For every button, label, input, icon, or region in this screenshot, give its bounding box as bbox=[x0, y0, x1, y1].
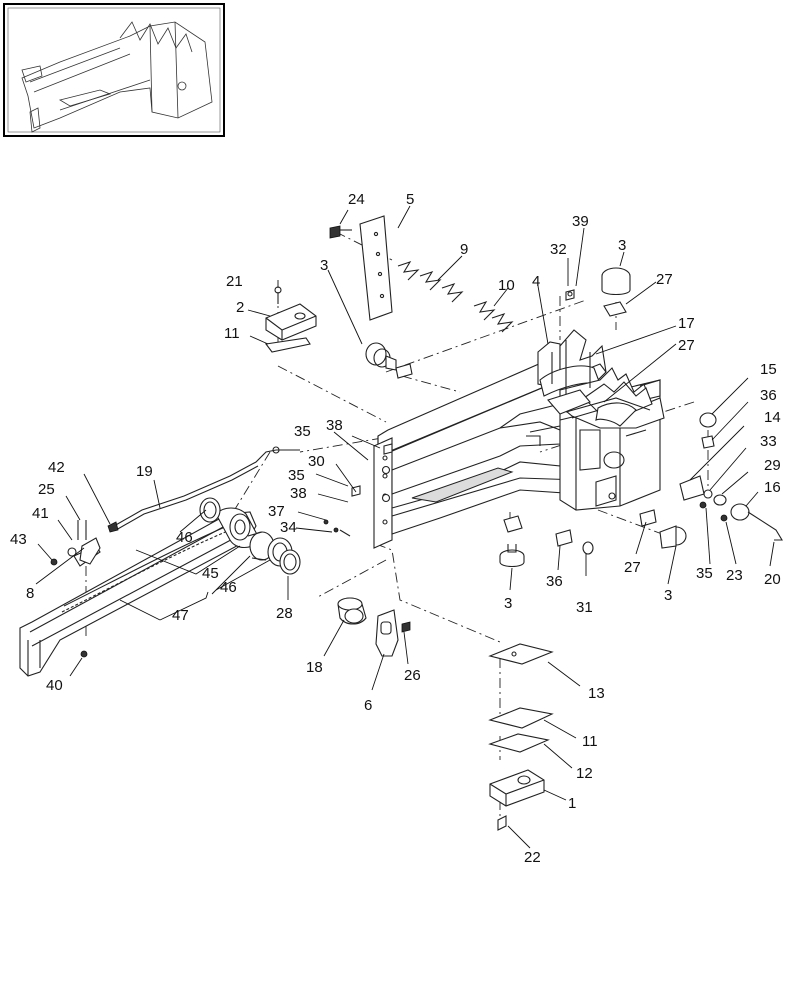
callout-4: 4 bbox=[532, 273, 540, 290]
callout-47: 47 bbox=[172, 607, 189, 624]
callout-38: 38 bbox=[326, 417, 343, 434]
callout-3: 3 bbox=[618, 237, 626, 254]
callout-36: 36 bbox=[760, 387, 777, 404]
callout-30: 30 bbox=[308, 453, 325, 470]
plate-5-and-clips bbox=[329, 215, 514, 333]
pivot-pin-group bbox=[337, 597, 411, 657]
callout-18: 18 bbox=[306, 659, 323, 676]
callout-21: 21 bbox=[226, 273, 243, 290]
callout-13: 13 bbox=[588, 685, 605, 702]
callout-1: 1 bbox=[568, 795, 576, 812]
callout-2: 2 bbox=[236, 299, 244, 316]
callout-14: 14 bbox=[764, 409, 781, 426]
callout-39: 39 bbox=[572, 213, 589, 230]
callout-35: 35 bbox=[294, 423, 311, 440]
callout-35: 35 bbox=[288, 467, 305, 484]
callout-41: 41 bbox=[32, 505, 49, 522]
callout-46: 46 bbox=[176, 529, 193, 546]
callout-15: 15 bbox=[760, 361, 777, 378]
callout-24: 24 bbox=[348, 191, 365, 208]
leader-lines bbox=[35, 205, 775, 849]
callout-32: 32 bbox=[550, 241, 567, 258]
callout-10: 10 bbox=[498, 277, 515, 294]
callout-42: 42 bbox=[48, 459, 65, 476]
callout-36: 36 bbox=[546, 573, 563, 590]
callout-6: 6 bbox=[364, 697, 372, 714]
callout-labels: 24 5 39 3 9 32 27 21 3 10 4 2 11 17 27 1… bbox=[10, 191, 781, 866]
callout-38: 38 bbox=[290, 485, 307, 502]
callout-11: 11 bbox=[582, 733, 598, 750]
callout-35: 35 bbox=[696, 565, 713, 582]
callout-3: 3 bbox=[320, 257, 328, 274]
callout-11: 11 bbox=[224, 325, 240, 342]
callout-34: 34 bbox=[280, 519, 297, 536]
callout-19: 19 bbox=[136, 463, 153, 480]
bracket-2-group bbox=[265, 286, 317, 353]
callout-17: 17 bbox=[678, 315, 695, 332]
callout-28: 28 bbox=[276, 605, 293, 622]
callout-40: 40 bbox=[46, 677, 63, 694]
callout-25: 25 bbox=[38, 481, 55, 498]
overview-thumbnail bbox=[3, 3, 225, 137]
callout-33: 33 bbox=[760, 433, 777, 450]
callout-46: 46 bbox=[220, 579, 237, 596]
callout-26: 26 bbox=[404, 667, 421, 684]
callout-27: 27 bbox=[624, 559, 641, 576]
callout-12: 12 bbox=[576, 765, 593, 782]
callout-22: 22 bbox=[524, 849, 541, 866]
callout-20: 20 bbox=[764, 571, 781, 588]
callout-37: 37 bbox=[268, 503, 285, 520]
callout-45: 45 bbox=[202, 565, 219, 582]
left-arm-assembly bbox=[19, 446, 301, 677]
small-hardware bbox=[323, 443, 393, 537]
callout-5: 5 bbox=[406, 191, 414, 208]
callout-43: 43 bbox=[10, 531, 27, 548]
bottom-plate-stack bbox=[488, 643, 554, 831]
rubber-pads bbox=[365, 267, 783, 568]
callout-23: 23 bbox=[726, 567, 743, 584]
callout-16: 16 bbox=[764, 479, 781, 496]
callout-27: 27 bbox=[656, 271, 673, 288]
callout-9: 9 bbox=[460, 241, 468, 258]
main-frame bbox=[373, 329, 665, 549]
callout-29: 29 bbox=[764, 457, 781, 474]
callout-3: 3 bbox=[504, 595, 512, 612]
callout-31: 31 bbox=[576, 599, 593, 616]
callout-8: 8 bbox=[26, 585, 34, 602]
callout-27: 27 bbox=[678, 337, 695, 354]
callout-3: 3 bbox=[664, 587, 672, 604]
